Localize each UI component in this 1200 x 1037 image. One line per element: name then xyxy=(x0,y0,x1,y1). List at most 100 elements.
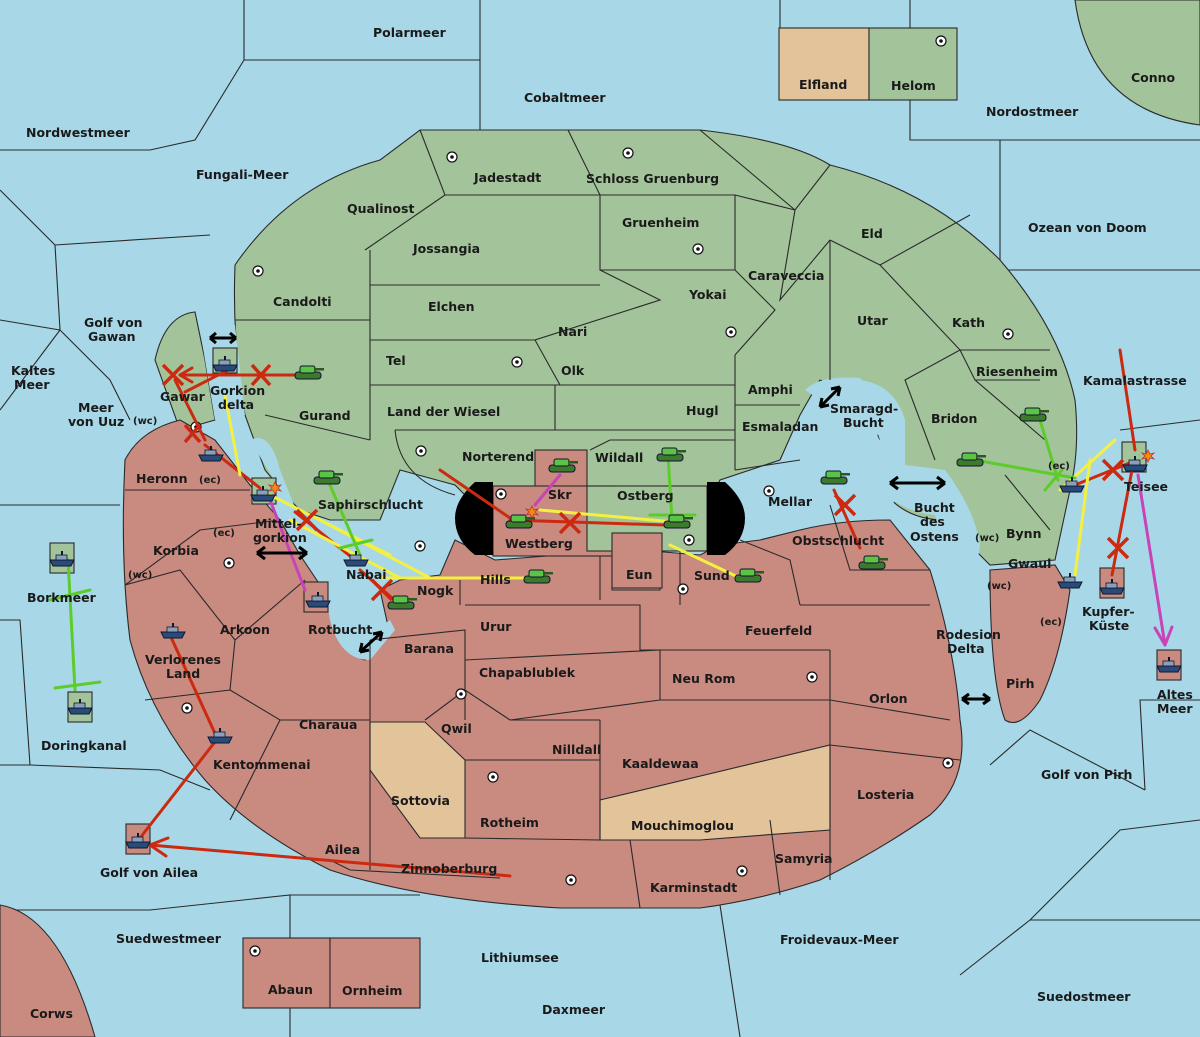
ship-icon[interactable] xyxy=(49,551,75,567)
land-label-verlorenes: Land xyxy=(166,666,200,681)
coast-tag: (wc) xyxy=(987,581,1011,592)
land-label-yokai: Yokai xyxy=(688,287,727,302)
tank-icon[interactable] xyxy=(548,458,578,473)
sea-label-ozean-doom: Ozean von Doom xyxy=(1028,220,1147,235)
ship-icon[interactable] xyxy=(1099,579,1125,595)
sea-label-rotbucht: Rotbucht xyxy=(308,622,372,637)
land-label-abaun: Abaun xyxy=(268,982,313,997)
supply-center-core xyxy=(515,360,519,364)
coast-tag: (wc) xyxy=(133,416,157,427)
ship-icon[interactable] xyxy=(1057,573,1083,589)
tank-icon[interactable] xyxy=(956,452,986,467)
ship-icon[interactable] xyxy=(207,728,233,744)
tank-icon[interactable] xyxy=(523,569,553,584)
sea-labels: Polarmeer Cobaltmeer Nordwestmeer Nordos… xyxy=(11,25,1193,1017)
land-label-riesenheim: Riesenheim xyxy=(976,364,1058,379)
land-label-chapablublek: Chapablublek xyxy=(479,665,576,680)
sea-label-suedwestmeer: Suedwestmeer xyxy=(116,931,222,946)
land-label-urur: Urur xyxy=(480,619,512,634)
supply-center-core xyxy=(681,587,685,591)
double-arrow-icon xyxy=(209,331,237,345)
supply-center-core xyxy=(810,675,814,679)
land-eun[interactable] xyxy=(611,532,663,589)
ship-icon[interactable] xyxy=(67,699,93,715)
ship-icon[interactable] xyxy=(1059,477,1085,493)
land-label-neurom: Neu Rom xyxy=(672,671,735,686)
supply-center-core xyxy=(253,949,257,953)
x-mark-icon xyxy=(558,511,582,535)
land-label-kentommenai: Kentommenai xyxy=(213,757,311,772)
land-label-saphir: Saphirschlucht xyxy=(318,497,423,512)
land-label-conno: Conno xyxy=(1131,70,1176,85)
order-arrow-green xyxy=(666,453,674,522)
land-elfland[interactable] xyxy=(778,27,870,101)
coast-tag: (ec) xyxy=(1048,461,1070,472)
x-mark-icon xyxy=(250,363,272,387)
tank-icon[interactable] xyxy=(656,447,686,462)
land-label-gawar: Gawar xyxy=(160,389,206,404)
ship-icon[interactable] xyxy=(125,833,151,849)
supply-center-core xyxy=(185,706,189,710)
sea-label-suedostmeer: Suedostmeer xyxy=(1037,989,1131,1004)
tank-icon[interactable] xyxy=(313,470,343,485)
supply-center-core xyxy=(450,155,454,159)
land-label-kupfer: Küste xyxy=(1089,618,1129,633)
ship-icon[interactable] xyxy=(160,623,186,639)
tank-icon[interactable] xyxy=(663,514,693,529)
supply-center-core xyxy=(939,39,943,43)
tank-icon[interactable] xyxy=(858,555,888,570)
order-arrow-magenta xyxy=(268,498,307,592)
land-label-rotheim: Rotheim xyxy=(480,815,539,830)
sea-label-nordwestmeer: Nordwestmeer xyxy=(26,125,131,140)
sea-label-kamalastrasse: Kamalastrasse xyxy=(1083,373,1187,388)
land-label-samyria: Samyria xyxy=(775,851,833,866)
arrowhead-red xyxy=(178,366,194,384)
order-arrow-red xyxy=(138,736,220,840)
tank-icon[interactable] xyxy=(820,470,850,485)
order-arrow-green xyxy=(1038,418,1060,482)
ship-icon[interactable] xyxy=(1156,657,1182,673)
sea-label-altes: Meer xyxy=(1157,701,1193,716)
land-label-ailea: Ailea xyxy=(325,842,360,857)
supply-center-core xyxy=(729,330,733,334)
ship-icon[interactable] xyxy=(212,356,238,372)
ship-icon[interactable] xyxy=(305,592,331,608)
ship-icon[interactable] xyxy=(250,486,276,502)
coast-tag: (wc) xyxy=(128,570,152,581)
order-arrow-yellow xyxy=(223,393,242,477)
tank-icon[interactable] xyxy=(505,514,535,529)
land-ornheim[interactable] xyxy=(329,937,421,1009)
land-label-kupfer: Kupfer- xyxy=(1082,604,1135,619)
sea-label-rodesion: Rodesion xyxy=(936,627,1001,642)
land-conno[interactable] xyxy=(1074,0,1200,126)
land-label-sottovia: Sottovia xyxy=(391,793,450,808)
sea-label-gorkion-delta: Gorkion xyxy=(210,383,265,398)
neutral-land-labels: Elfland Sottovia Mouchimoglou xyxy=(391,77,847,833)
ship-icon[interactable] xyxy=(1122,456,1148,472)
tank-icon[interactable] xyxy=(1019,407,1049,422)
land-pirh[interactable] xyxy=(989,564,1071,724)
tank-icon[interactable] xyxy=(387,595,417,610)
land-label-wiesel: Land der Wiesel xyxy=(387,404,500,419)
tank-icon[interactable] xyxy=(294,365,324,380)
supply-center-core xyxy=(946,761,950,765)
sea-label-bucht-ostens: Ostens xyxy=(910,529,959,544)
land-label-verlorenes: Verlorenes xyxy=(145,652,221,667)
supply-center-core xyxy=(740,869,744,873)
order-arrow-magenta xyxy=(1136,473,1167,647)
order-arrows xyxy=(48,348,1174,878)
land-label-kath: Kath xyxy=(952,315,985,330)
coast-tags: (wc) (ec) (ec) (wc) (wc) (ec) (wc) (ec) xyxy=(128,416,1070,628)
sea-label-bucht-ostens: des xyxy=(920,514,945,529)
land-label-amphi: Amphi xyxy=(748,382,793,397)
land-label-barana: Barana xyxy=(404,641,454,656)
tank-icon[interactable] xyxy=(734,568,764,583)
adjacency-arrows xyxy=(209,331,991,706)
land-label-jadestadt: Jadestadt xyxy=(473,170,541,185)
sea-label-rodesion: Delta xyxy=(947,641,985,656)
supply-center-core xyxy=(419,449,423,453)
ship-icon[interactable] xyxy=(343,551,369,567)
sea-label-nordostmeer: Nordostmeer xyxy=(986,104,1079,119)
land-label-hugl: Hugl xyxy=(686,403,719,418)
ship-icon[interactable] xyxy=(198,446,224,462)
